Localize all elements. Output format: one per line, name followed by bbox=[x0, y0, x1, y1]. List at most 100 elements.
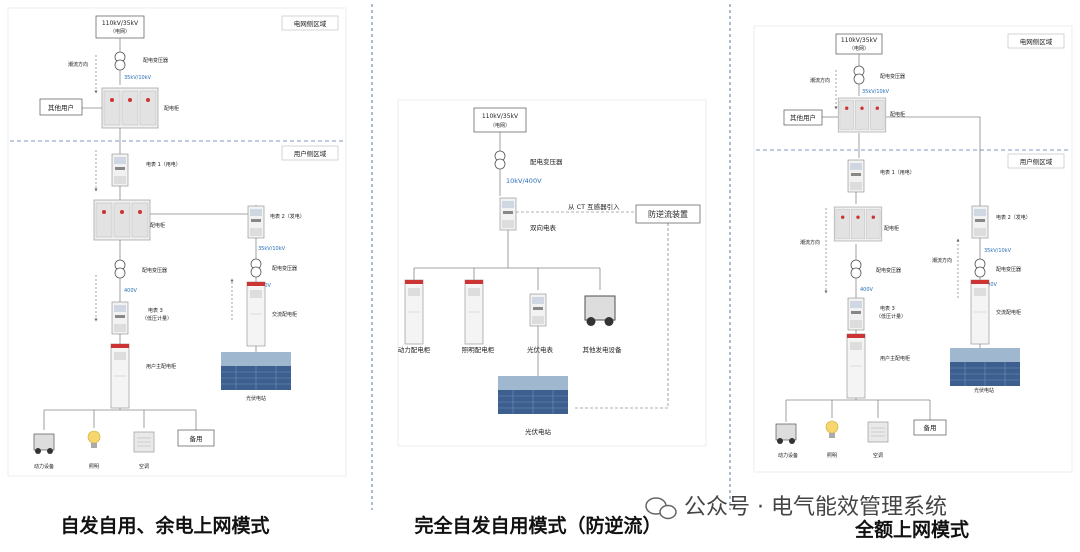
user-cabinet-icon-3 bbox=[846, 333, 866, 399]
watermark-text: 公众号 · 电气能效管理系统 bbox=[684, 495, 947, 520]
lighting-label-3: 照明 bbox=[827, 453, 837, 459]
aircon-label: 空调 bbox=[139, 463, 149, 470]
cabinet-label-3: 配电柜 bbox=[890, 111, 905, 118]
flow-direction-label-3: 潮流方向 bbox=[810, 77, 830, 84]
aircon-label-3: 空调 bbox=[873, 452, 883, 459]
transformer2-label: 配电变压器 bbox=[272, 265, 297, 272]
pv-station-label-2: 光伏电站 bbox=[525, 427, 552, 436]
grid-source-label-3: 110kV/35kV bbox=[841, 37, 878, 44]
caption-mode1: 自发自用、余电上网模式 bbox=[60, 514, 269, 537]
grid-source-sub: （电网） bbox=[110, 28, 130, 35]
cabinet2-label-3: 配电柜 bbox=[884, 225, 899, 232]
pv-array-icon bbox=[220, 351, 292, 391]
cabinet2-icon-3 bbox=[833, 206, 883, 242]
ac-cabinet-icon bbox=[246, 281, 266, 347]
grid-region-label: 电网侧区域 bbox=[294, 19, 327, 28]
pv-meter-icon bbox=[529, 293, 547, 327]
pv-meter-label: 光伏电表 bbox=[527, 345, 554, 354]
grid-source-sub-3: （电网） bbox=[849, 45, 869, 52]
transformer3-label: 配电变压器 bbox=[142, 267, 167, 274]
grid-source-label-2: 110kV/35kV bbox=[482, 113, 519, 120]
v400b-label-3: 400V bbox=[984, 282, 998, 288]
voltage-label-3: 35kV/10kV bbox=[862, 89, 890, 95]
power-equipment-label: 动力设备 bbox=[34, 463, 54, 470]
transformer2-icon-3 bbox=[974, 258, 986, 278]
transformer3-icon-3 bbox=[850, 259, 862, 279]
v400a-label-3: 400V bbox=[860, 287, 874, 293]
pv-station-label: 光伏电站 bbox=[246, 395, 266, 402]
user-cabinet-icon bbox=[110, 343, 130, 409]
grid-region-label-3: 电网侧区域 bbox=[1020, 37, 1053, 46]
meter2-icon bbox=[247, 205, 265, 239]
user-region-label-3: 用户侧区域 bbox=[1020, 157, 1053, 166]
lighting-cabinet-label: 照明配电柜 bbox=[462, 345, 495, 354]
transformer-icon-2 bbox=[494, 150, 506, 170]
v400a-label: 400V bbox=[124, 288, 138, 294]
ac-cabinet-icon-3 bbox=[970, 279, 990, 345]
lighting-cabinet-icon bbox=[464, 279, 484, 345]
transformer2-icon bbox=[250, 258, 262, 278]
user-cabinet-label-3: 用户主配电柜 bbox=[880, 355, 910, 362]
panel-full-self-use: 110kV/35kV （电网） 配电变压器 10kV/400V 双向电表 从 C… bbox=[397, 99, 707, 447]
transformer-icon-3 bbox=[853, 65, 865, 85]
reserve-label: 备用 bbox=[190, 434, 203, 443]
transformer-icon bbox=[114, 51, 126, 71]
anti-reverse-label: 防逆流装置 bbox=[648, 209, 688, 219]
bidir-meter-icon bbox=[499, 197, 517, 231]
voltage2-label: 35kV/10kV bbox=[258, 246, 286, 252]
lighting-label: 照明 bbox=[89, 464, 99, 470]
aircon-icon-3 bbox=[867, 421, 889, 443]
aircon-icon bbox=[133, 431, 155, 453]
cabinet-label: 配电柜 bbox=[164, 105, 179, 112]
wechat-watermark: 公众号 · 电气能效管理系统 bbox=[645, 495, 947, 520]
pv-array-icon-2 bbox=[497, 375, 569, 415]
wechat-icon bbox=[645, 497, 677, 520]
meter3-label-3: 电表 3 bbox=[880, 305, 895, 312]
meter1-icon bbox=[111, 153, 129, 187]
cabinet2-label: 配电柜 bbox=[150, 222, 165, 229]
flow-direction-label-3c: 潮流方向 bbox=[932, 257, 952, 264]
panel-full-grid-feed: 电网侧区域 用户侧区域 110kV/35kV （电网） 配电变压器 35kV/1… bbox=[753, 25, 1073, 473]
user-region-label: 用户侧区域 bbox=[294, 149, 327, 158]
meter1-label: 电表 1（用电） bbox=[146, 161, 181, 168]
transformer2-label-3: 配电变压器 bbox=[996, 266, 1021, 273]
bidir-meter-label: 双向电表 bbox=[530, 223, 557, 232]
caption-mode2: 完全自发自用模式（防逆流） bbox=[414, 514, 661, 537]
ct-note-label: 从 CT 互感器引入 bbox=[568, 202, 620, 211]
meter1-icon-3 bbox=[847, 159, 865, 193]
meter1-label-3: 电表 1（用电） bbox=[880, 169, 915, 176]
switchgear-icon bbox=[101, 87, 159, 129]
other-gen-label: 其他发电设备 bbox=[583, 345, 623, 354]
meter2-icon-3 bbox=[971, 205, 989, 239]
grid-source-sub-2: （电网） bbox=[490, 122, 510, 129]
pv-array-icon-3 bbox=[949, 347, 1021, 387]
pv-station-label-3: 光伏电站 bbox=[974, 387, 994, 394]
voltage-label: 35kV/10kV bbox=[124, 75, 152, 81]
transformer3-label-3: 配电变压器 bbox=[876, 267, 901, 274]
power-cabinet-icon bbox=[404, 279, 424, 345]
transformer-label-2: 配电变压器 bbox=[530, 157, 563, 166]
flow-direction-label-3b: 潮流方向 bbox=[800, 239, 820, 246]
voltage-label-2: 10kV/400V bbox=[506, 177, 542, 185]
transformer-label: 配电变压器 bbox=[143, 57, 168, 64]
ac-cabinet-label: 交流配电柜 bbox=[272, 311, 297, 318]
transformer3-icon bbox=[114, 259, 126, 279]
other-users-label-3: 其他用户 bbox=[790, 113, 816, 122]
meter3-sub-label: （低压计量） bbox=[142, 315, 172, 322]
voltage2-label-3: 35kV/10kV bbox=[984, 248, 1012, 254]
meter2-label: 电表 2（发电） bbox=[270, 213, 305, 220]
ac-cabinet-label-3: 交流配电柜 bbox=[996, 309, 1021, 316]
user-cabinet-label: 用户主配电柜 bbox=[146, 363, 176, 370]
switchgear-icon-3 bbox=[837, 97, 887, 133]
meter3-icon bbox=[111, 301, 129, 335]
transformer-label-3: 配电变压器 bbox=[880, 73, 905, 80]
meter3-label: 电表 3 bbox=[148, 307, 163, 314]
cabinet2-icon bbox=[93, 199, 151, 241]
meter3-icon-3 bbox=[847, 297, 865, 331]
meter2-label-3: 电表 2（发电） bbox=[996, 214, 1031, 221]
caption-mode3: 全额上网模式 bbox=[854, 518, 969, 541]
panel-self-use-surplus: 电网侧区域 用户侧区域 110kV/35kV （电网） 配电变压器 35kV/1… bbox=[7, 7, 347, 477]
meter3-sub-label-3: （低压计量） bbox=[876, 313, 906, 320]
power-cabinet-label: 动力配电柜 bbox=[398, 345, 431, 354]
